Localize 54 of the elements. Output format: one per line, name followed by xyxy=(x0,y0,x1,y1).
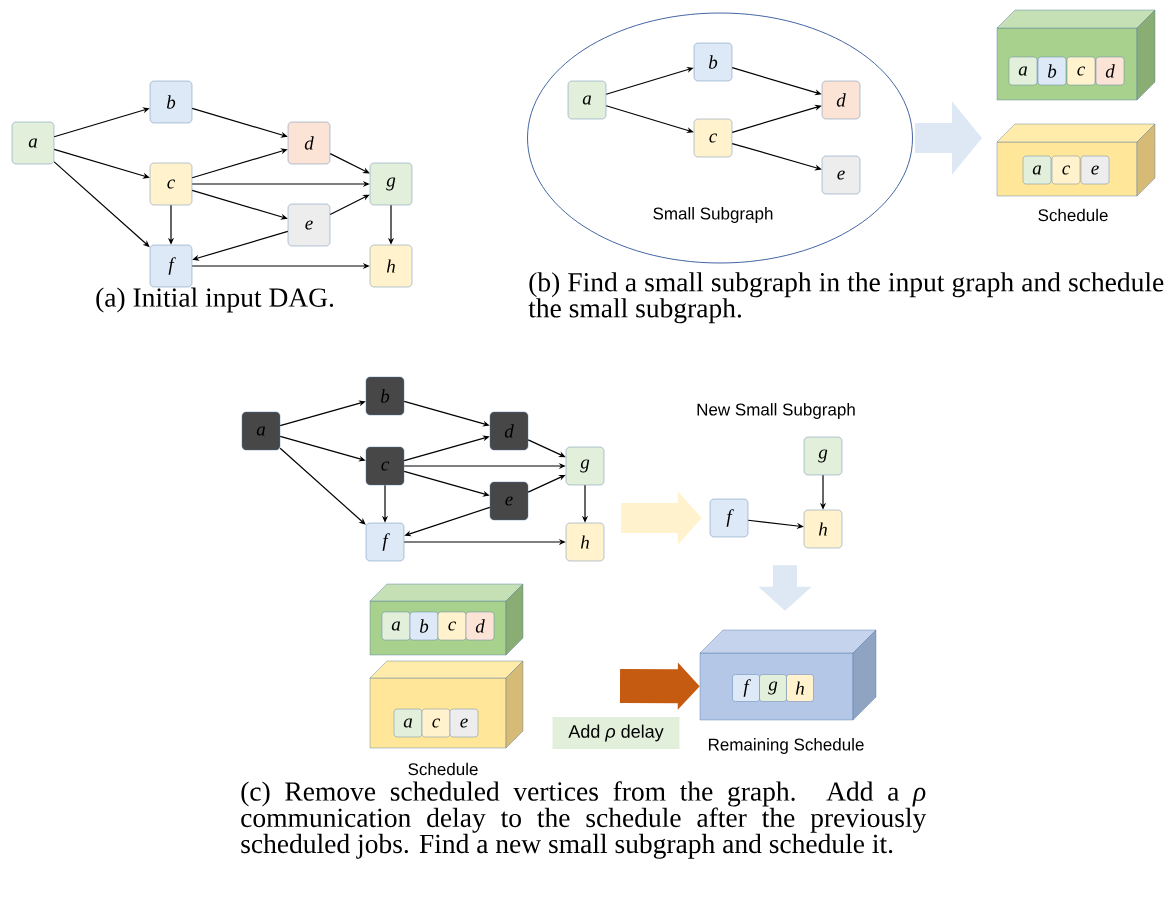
panel-label: Schedule xyxy=(408,762,478,776)
graph-vertex: c xyxy=(149,162,193,206)
job-cell: d xyxy=(1095,56,1125,86)
job-cell: b xyxy=(1037,56,1067,86)
graph-vertex: g xyxy=(565,446,605,486)
job-cell: a xyxy=(381,611,411,641)
job-cell: b xyxy=(409,611,439,641)
arrow xyxy=(527,474,566,493)
job-cell: c xyxy=(421,708,451,738)
graph-vertex: d xyxy=(287,121,331,165)
graph-vertex: e xyxy=(287,203,331,247)
arrow xyxy=(329,194,370,215)
graph-vertex: h xyxy=(369,244,413,288)
graph-vertex: b xyxy=(693,42,733,82)
job-cell: c xyxy=(437,611,467,641)
panel-label: Schedule xyxy=(1038,208,1108,222)
job-cell: e xyxy=(449,708,479,738)
arrow xyxy=(329,153,370,174)
job-cell: e xyxy=(1080,155,1110,185)
graph-vertex: a xyxy=(241,411,281,451)
graph-vertex: g xyxy=(803,436,843,476)
job-cell: g xyxy=(759,674,787,702)
job-cell: a xyxy=(1008,56,1038,86)
caption: (c) Remove scheduled vertices from the graph. Add a ρ communication delay to the schedule after the previously scheduled jobs. Find a new small subgraph and schedule it. xyxy=(241,781,927,859)
graph-vertex: c xyxy=(693,118,733,158)
node-label: Remaining Schedule xyxy=(708,738,864,754)
graph-vertex: b xyxy=(365,376,405,416)
graph-vertex: f xyxy=(365,522,405,562)
graph-vertex: e xyxy=(821,155,861,195)
graph-vertex: h xyxy=(803,509,843,549)
arrow xyxy=(279,447,366,525)
graph-vertex: d xyxy=(821,80,861,120)
arrow xyxy=(527,439,566,458)
graph-vertex: g xyxy=(369,162,413,206)
caption: (a) Initial input DAG. xyxy=(96,287,334,313)
graph-vertex: f xyxy=(149,244,193,288)
caption: (b) Find a small subgraph in the input graph and schedule the small subgraph. xyxy=(528,272,1164,324)
graph-vertex: a xyxy=(567,80,607,120)
job-cell: f xyxy=(732,674,760,702)
job-cell: c xyxy=(1066,56,1096,86)
job-cell: a xyxy=(393,708,423,738)
graph-vertex: f xyxy=(709,498,749,538)
graph-vertex: b xyxy=(149,80,193,124)
graph-vertex: e xyxy=(489,481,529,521)
delay-label: Add ρ delay xyxy=(552,717,680,749)
graph-vertex: h xyxy=(565,522,605,562)
job-cell: h xyxy=(786,674,814,702)
graph-vertex: a xyxy=(11,121,55,165)
job-cell: d xyxy=(465,611,495,641)
graph-vertex: d xyxy=(489,411,529,451)
job-cell: a xyxy=(1022,155,1052,185)
graph-vertex: c xyxy=(365,446,405,486)
job-cell: c xyxy=(1051,155,1081,185)
panel-label: New Small Subgraph xyxy=(697,403,855,419)
